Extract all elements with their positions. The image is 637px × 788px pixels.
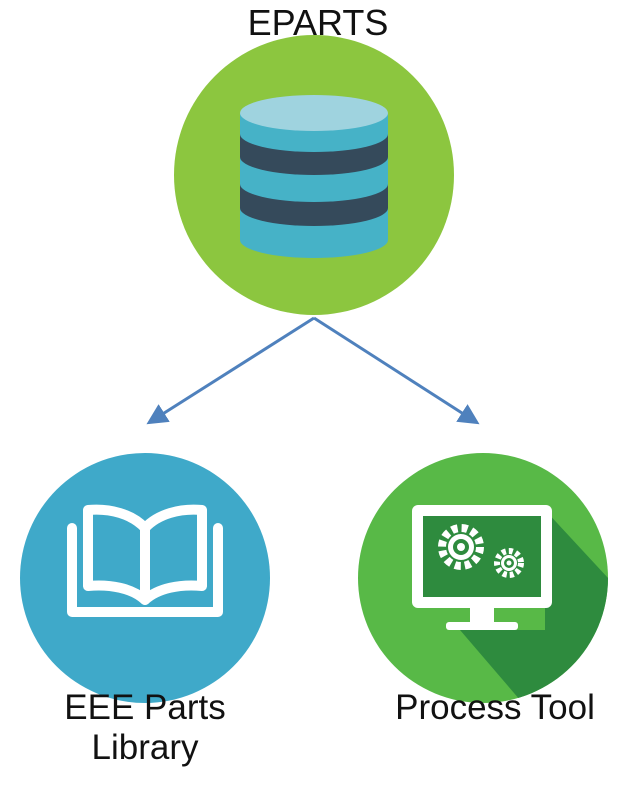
large-gear-icon xyxy=(438,524,484,570)
library-node xyxy=(20,453,270,703)
database-icon xyxy=(240,95,388,258)
process-tool-label: Process Tool xyxy=(395,688,595,727)
eparts-node xyxy=(174,35,454,315)
long-shadow xyxy=(460,510,608,700)
monitor-gears-icon xyxy=(412,505,552,630)
library-label: EEE Parts Library xyxy=(64,688,226,768)
arrow-to-process-tool xyxy=(313,316,480,425)
open-book-icon xyxy=(67,504,223,617)
arrow-to-library xyxy=(146,316,315,425)
small-gear-icon xyxy=(494,548,524,578)
process-tool-node xyxy=(358,453,608,703)
